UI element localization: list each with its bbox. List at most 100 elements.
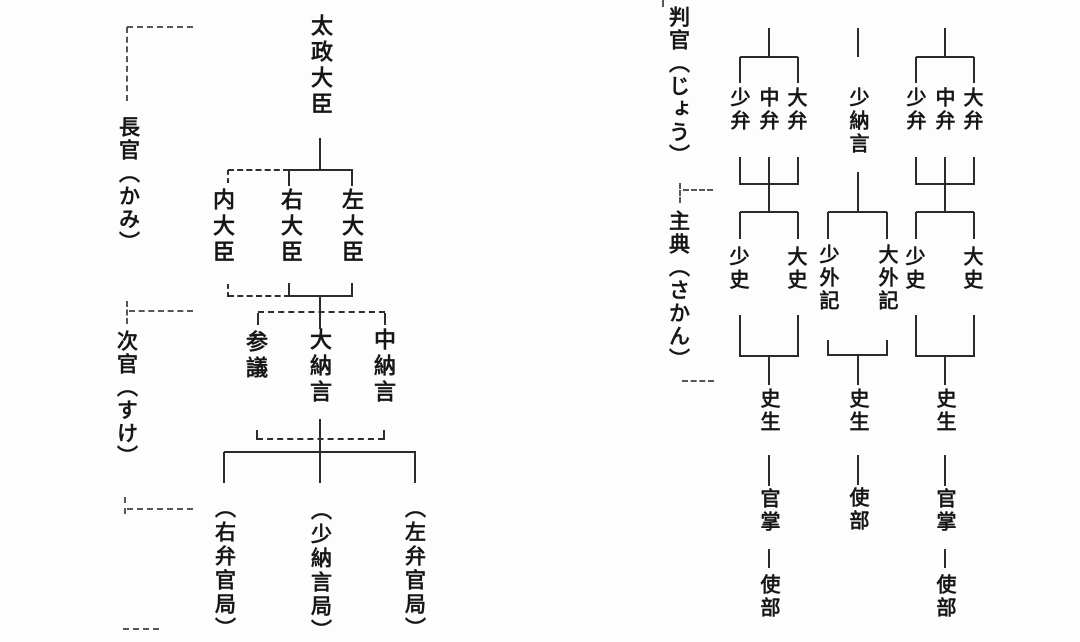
node-shonagon: 少納言 xyxy=(846,87,870,156)
dashed-group-connector xyxy=(383,430,385,440)
node-shoben-left: 少弁 xyxy=(727,87,751,133)
tree-connector xyxy=(828,211,887,213)
tree-connector xyxy=(739,157,741,185)
rank-label-hangan: 判官（じょう） xyxy=(666,6,692,167)
tree-connector xyxy=(944,28,946,57)
tree-connector xyxy=(414,452,416,483)
tree-connector xyxy=(857,28,859,57)
node-shonagon-kyoku: （少納言局） xyxy=(308,499,334,642)
tree-connector xyxy=(973,157,975,185)
node-daiben-left: 大弁 xyxy=(784,87,808,133)
tree-connector xyxy=(944,356,946,385)
tree-connector xyxy=(944,455,946,486)
node-shisho-right: 史生 xyxy=(933,388,957,434)
tree-connector xyxy=(797,212,799,239)
tree-connector xyxy=(740,183,798,185)
node-daiben-right: 大弁 xyxy=(960,87,984,133)
tree-connector xyxy=(223,452,225,483)
tree-connector xyxy=(827,340,829,356)
tree-connector xyxy=(289,295,353,297)
tree-connector xyxy=(973,57,975,83)
tree-connector xyxy=(739,315,741,357)
node-saben-kankyoku: （左弁官局） xyxy=(402,497,428,641)
node-shoben-right: 少弁 xyxy=(903,87,927,133)
tree-connector xyxy=(351,170,353,186)
tree-connector xyxy=(768,549,770,568)
node-shoshi-left: 少史 xyxy=(726,246,750,292)
dashed-group-connector xyxy=(227,170,229,183)
dashed-group-connector xyxy=(258,311,385,313)
tree-connector xyxy=(886,212,888,239)
tree-connector xyxy=(797,157,799,185)
tree-connector xyxy=(288,283,290,297)
tree-connector xyxy=(915,315,917,357)
rank-separator-line xyxy=(123,628,159,630)
tree-connector xyxy=(797,315,799,357)
tree-connector xyxy=(289,169,353,171)
node-shibu-center: 使部 xyxy=(846,487,870,533)
tree-connector xyxy=(916,183,974,185)
rank-separator-line xyxy=(127,508,193,510)
node-kanjo-left: 官掌 xyxy=(757,488,781,534)
tree-connector xyxy=(857,172,859,213)
tree-connector xyxy=(916,56,974,58)
tree-connector xyxy=(797,57,799,83)
rank-separator-line xyxy=(683,189,713,191)
tree-connector xyxy=(739,57,741,83)
node-chuben-left: 中弁 xyxy=(756,87,780,133)
dashed-group-connector xyxy=(384,313,386,325)
tree-connector xyxy=(288,170,290,186)
node-shibu-left: 使部 xyxy=(757,574,781,620)
tree-connector xyxy=(915,57,917,83)
node-kanjo-right: 官掌 xyxy=(933,488,957,534)
tree-connector xyxy=(886,340,888,356)
tree-connector xyxy=(857,355,859,385)
tree-connector xyxy=(944,157,946,213)
rank-label-chokan: 長官（かみ） xyxy=(116,116,142,254)
rank-separator-line xyxy=(662,0,664,7)
dashed-group-connector xyxy=(257,313,259,325)
rank-separator-line xyxy=(124,497,126,514)
tree-connector xyxy=(768,28,770,57)
node-shisho-center: 史生 xyxy=(846,388,870,434)
tree-connector xyxy=(915,157,917,185)
node-naidaijin: 内大臣 xyxy=(209,188,235,266)
dashed-group-connector xyxy=(227,284,229,297)
node-daishi-left: 大史 xyxy=(784,246,808,292)
rank-separator-line xyxy=(127,26,193,28)
rank-separator-line xyxy=(129,310,193,312)
tree-connector xyxy=(944,549,946,568)
rank-separator-line xyxy=(682,380,714,382)
node-shogeki: 少外記 xyxy=(816,244,840,313)
node-chunagon: 中納言 xyxy=(370,328,396,406)
node-udaijin: 右大臣 xyxy=(277,188,303,266)
node-uben-kankyoku: （右弁官局） xyxy=(212,497,238,641)
tree-connector xyxy=(916,211,974,213)
tree-connector xyxy=(973,315,975,357)
tree-connector xyxy=(915,212,917,239)
tree-connector xyxy=(351,283,353,297)
tree-connector xyxy=(827,212,829,239)
tree-connector xyxy=(740,211,798,213)
node-daishi-right: 大史 xyxy=(960,246,984,292)
tree-connector xyxy=(739,212,741,239)
node-shibu-right: 使部 xyxy=(933,574,957,620)
rank-separator-line xyxy=(126,301,128,324)
tree-connector xyxy=(768,455,770,486)
node-shoshi-right: 少史 xyxy=(902,246,926,292)
node-shisho-left: 史生 xyxy=(757,388,781,434)
node-sangi: 参議 xyxy=(242,330,268,382)
dashed-group-connector xyxy=(228,295,290,297)
dashed-group-connector xyxy=(256,430,258,440)
rank-label-shuten: 主典（さかん） xyxy=(666,210,692,371)
rank-separator-line xyxy=(126,27,128,101)
tree-connector xyxy=(319,138,321,171)
tree-connector xyxy=(973,212,975,239)
tree-connector xyxy=(224,451,416,453)
tree-connector xyxy=(857,455,859,485)
rank-separator-line xyxy=(679,183,681,203)
node-daijo-daijin: 太政大臣 xyxy=(307,14,333,118)
node-daigeki: 大外記 xyxy=(875,244,899,313)
dashed-group-connector xyxy=(228,169,289,171)
